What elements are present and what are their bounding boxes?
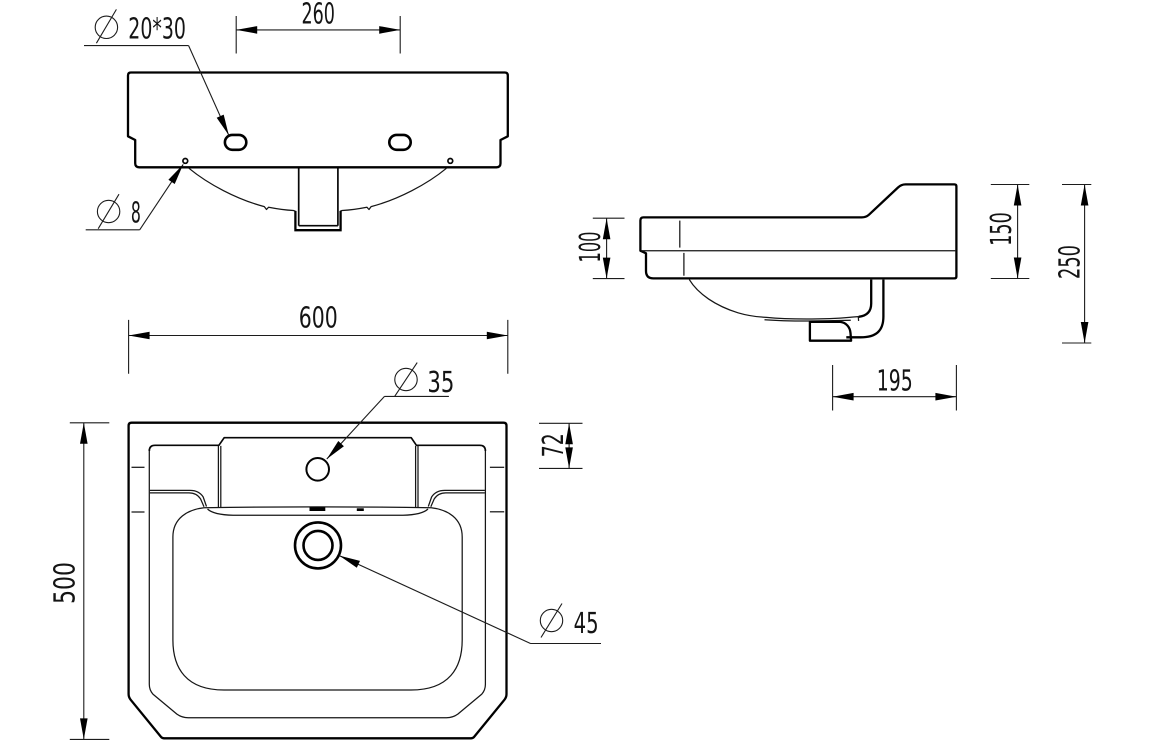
diameter-symbol-faucet-hole <box>394 362 418 397</box>
front-bowl-curve-right <box>339 167 447 212</box>
dim-total-height: 250 <box>1053 183 1092 344</box>
label-faucet-hole-text: 35 <box>427 365 454 399</box>
label-tap-hole-text: 20*30 <box>128 12 186 46</box>
diameter-symbol-circle <box>96 199 121 224</box>
dim-body-height: 150 <box>984 183 1030 280</box>
side-waste-pipe-inner <box>858 279 873 318</box>
side-bowl-underside-curve <box>688 279 860 321</box>
dim-600-arrow-right <box>486 331 508 340</box>
front-view <box>126 71 509 232</box>
dim-250-extension-lines <box>1062 183 1092 344</box>
dim-waste-offset: 195 <box>832 364 957 411</box>
dim-100-arrow-bottom <box>602 257 611 279</box>
dim-72-arrow-top <box>565 423 573 445</box>
dim-150-arrow-bottom <box>1013 257 1022 279</box>
label-faucet-hole-arrow <box>326 441 344 459</box>
dim-tap-hole-spacing: 260 <box>235 0 401 54</box>
dim-600-arrow-left <box>128 331 150 340</box>
dim-500-arrow-bottom <box>80 718 88 740</box>
dim-195-extension-lines <box>832 365 957 411</box>
plan-waste-hole <box>302 529 334 562</box>
plan-deck-step-left <box>217 445 222 508</box>
front-tap-hole-right <box>387 133 412 152</box>
dim-72-value: 72 <box>536 433 570 457</box>
label-tap-hole-arrow <box>216 114 229 136</box>
dim-260-arrow-right <box>379 26 401 34</box>
dim-depth: 500 <box>47 422 110 740</box>
dim-600-extension-lines <box>128 319 509 374</box>
label-small-hole-arrow <box>168 164 184 184</box>
dim-250-value: 250 <box>1053 245 1087 279</box>
plan-overflow-slot-small <box>356 508 364 511</box>
label-waste-hole-arrow <box>339 555 360 568</box>
dim-100-extension-lines <box>592 217 625 280</box>
front-tap-hole-left <box>223 133 248 152</box>
dim-150-arrow-top <box>1013 184 1022 206</box>
diameter-symbol-circle <box>94 15 119 40</box>
front-small-hole-left <box>182 157 189 165</box>
dim-width: 600 <box>128 300 509 374</box>
diameter-symbol-slash <box>95 9 117 44</box>
side-view <box>639 183 958 342</box>
front-waste-flange-outline <box>294 210 342 232</box>
dim-500-arrow-top <box>80 422 88 444</box>
dim-250-arrow-bottom <box>1080 322 1089 343</box>
plan-bowl-inner-lip <box>207 508 429 516</box>
dim-600-value: 600 <box>299 300 338 334</box>
diameter-symbol-small-hole <box>96 193 121 229</box>
front-bowl-curve-left <box>188 167 296 212</box>
dim-195-value: 195 <box>877 364 913 398</box>
dim-100-arrow-top <box>602 218 611 240</box>
dim-260-arrow-left <box>236 26 258 34</box>
label-faucet-hole: 35 <box>326 362 454 460</box>
dim-150-extension-lines <box>990 183 1030 280</box>
dim-195-arrow-left <box>832 392 854 401</box>
side-waste-flange <box>808 320 853 342</box>
diameter-symbol-tap-hole <box>94 9 119 44</box>
diameter-symbol-waste-hole <box>539 603 564 638</box>
label-waste-hole-text: 45 <box>574 606 599 640</box>
label-tap-hole: 20*30 <box>84 9 230 136</box>
side-basin-outline <box>639 183 958 280</box>
plan-faucet-hole <box>305 457 331 482</box>
side-waste-pipe-outer <box>846 279 885 339</box>
front-basin-outline <box>126 71 509 169</box>
plan-ledge-edge-right <box>427 489 485 508</box>
dim-100-value: 100 <box>573 232 607 263</box>
dim-260-value: 260 <box>301 0 335 31</box>
plan-deck-step-right <box>414 445 419 508</box>
front-small-hole-right <box>447 157 454 165</box>
label-small-hole-text: 8 <box>131 195 141 229</box>
dim-500-value: 500 <box>47 562 81 604</box>
dim-72-extension-lines <box>539 422 583 469</box>
dim-faucet-offset: 72 <box>536 422 583 469</box>
plan-ledge-edge-left <box>149 489 208 508</box>
plan-deck-front-edge <box>148 436 487 452</box>
dim-500-extension-lines <box>69 422 110 740</box>
dim-72-arrow-bottom <box>565 447 573 469</box>
diameter-symbol-circle <box>539 608 564 633</box>
dim-250-arrow-top <box>1080 184 1089 206</box>
plan-outer-outline <box>127 421 508 740</box>
dim-front-apron-height: 100 <box>573 217 625 280</box>
diameter-symbol-slash <box>394 362 418 397</box>
dim-195-arrow-right <box>935 392 957 401</box>
dim-150-value: 150 <box>984 212 1018 246</box>
label-waste-hole-leader <box>339 555 531 644</box>
label-waste-hole: 45 <box>339 555 601 645</box>
dim-260-extension-lines <box>235 16 401 54</box>
diameter-symbol-circle <box>394 367 418 392</box>
label-small-hole: 8 <box>85 164 184 231</box>
plan-bowl-outline <box>172 506 463 691</box>
plan-overflow-slot-large <box>309 507 326 511</box>
plan-rim-inner-outline <box>148 449 487 719</box>
plan-view <box>127 421 508 740</box>
plan-waste-recess <box>293 521 343 570</box>
diameter-symbol-slash <box>97 193 120 229</box>
diameter-symbol-slash <box>540 603 563 638</box>
side-bowl-underside-inner-line <box>764 319 851 322</box>
